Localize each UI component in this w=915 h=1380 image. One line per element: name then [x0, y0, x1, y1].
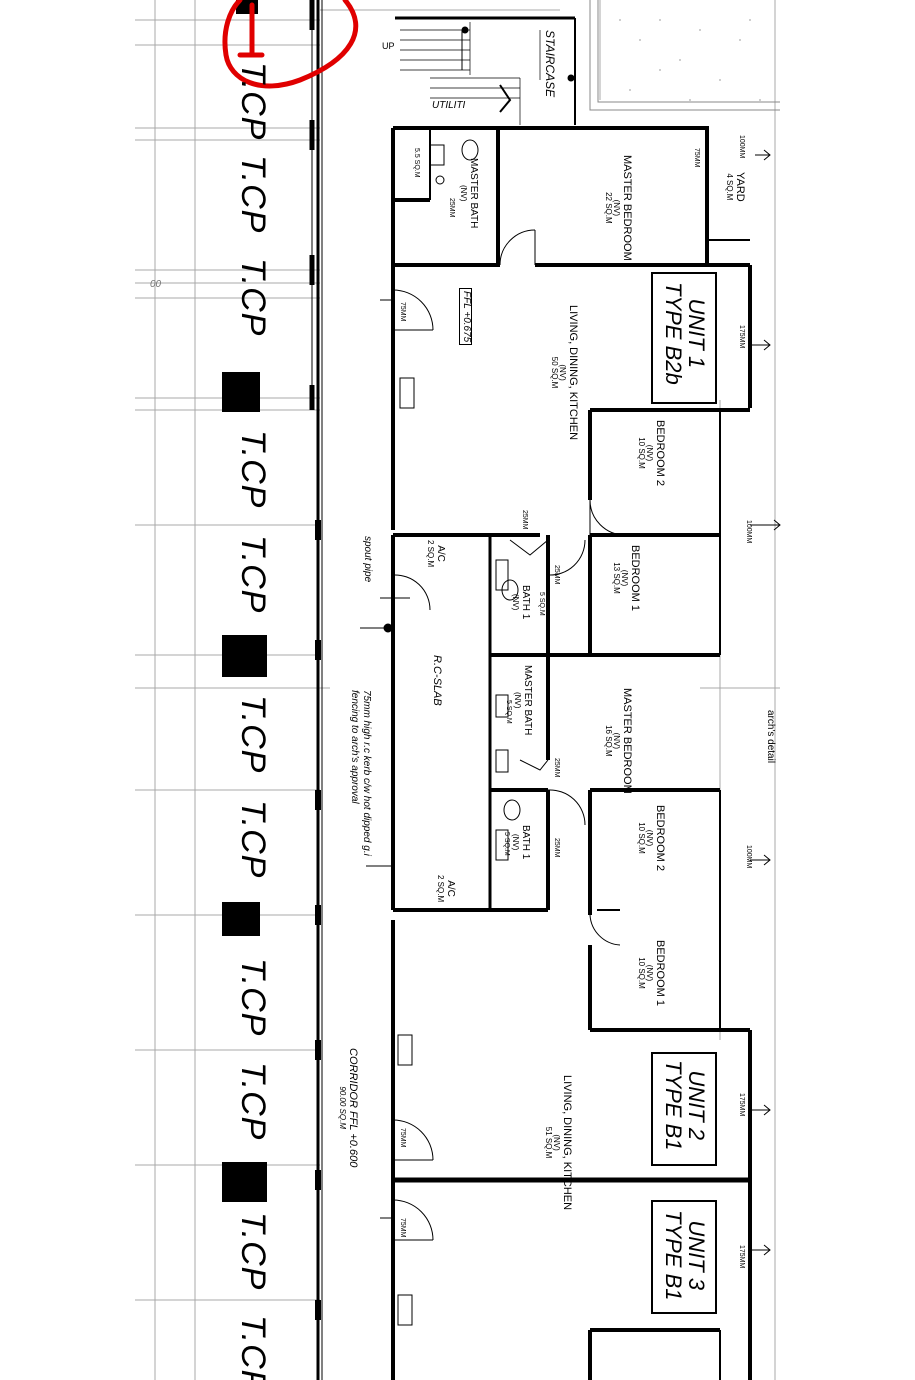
tcp-label: T.CP [234, 535, 272, 614]
spout-pipe-label: spout pipe [362, 536, 373, 583]
door-tag: 25MM [448, 198, 455, 218]
tcp-label: T.CP [234, 958, 272, 1037]
unit2-master-bedroom-label: MASTER BEDROOM(NV)16 SQ.M [604, 688, 633, 794]
unit1-master-bedroom-label: MASTER BEDROOM(NV)22 SQ.M [604, 155, 633, 261]
tcp-label: T.CP [234, 1315, 272, 1380]
column-blocks [222, 0, 267, 1202]
unit2-master-bath-area: 5 SQ.M [505, 700, 512, 724]
fencing [360, 535, 395, 910]
unit2-tag-box [651, 1052, 717, 1166]
unit2-bedroom2-label: BEDROOM 2(NV)10 SQ.M [637, 805, 666, 872]
unit2-bath1-label: BATH 1(NV) [511, 825, 532, 860]
unit1-ffl-label: FFL +0.675 [459, 288, 472, 346]
fencing-note: 75mm high r.c kerb c/w hot dipped g.i fe… [349, 690, 372, 856]
tcp-label: T.CP [234, 1062, 272, 1141]
tcp-label: T.CP [234, 155, 272, 234]
unit1-walls [391, 126, 752, 540]
door-tag: 25MM [553, 758, 560, 778]
tcp-label: T.CP [234, 258, 272, 337]
tcp-label: T.CP [234, 1212, 272, 1291]
tcp-label: T.CP [234, 62, 272, 141]
unit2-walls [391, 655, 752, 1380]
door-tag: 75MM [399, 1128, 406, 1148]
unit3-tag-box [651, 1200, 717, 1314]
unit1-tag-box [651, 272, 717, 404]
unit2-living-label: LIVING, DINING, KITCHEN(NV)51 SQ.M [544, 1075, 573, 1211]
door-swings [392, 229, 626, 1241]
level-arrows [380, 149, 781, 1256]
door-tag: 25MM [521, 510, 528, 530]
corridor-walls [309, 0, 323, 1380]
unit1-living-label: LIVING, DINING, KITCHEN(NV)50 SQ.M [550, 305, 579, 441]
unit2-bedroom1-label: BEDROOM 1(NV)10 SQ.M [637, 940, 666, 1007]
level-tag: 100MM [738, 135, 745, 159]
tcp-label: T.CP [234, 800, 272, 879]
site-boundary [589, 0, 780, 111]
level-tag: 100MM [745, 845, 752, 869]
staircase-label: STAIRCASE [543, 30, 557, 98]
door-tag: 75MM [399, 302, 406, 322]
grid-dots [619, 19, 761, 101]
fixtures [383, 139, 521, 1326]
level-tag: 100MM [745, 520, 752, 544]
staircase [395, 16, 576, 125]
door-tag: 75MM [693, 148, 700, 168]
unit1-master-bath-label: MASTER BATH(NV) [459, 158, 480, 229]
door-tag: 75MM [399, 1218, 406, 1238]
red-markup [222, 0, 359, 89]
unit2-bath1-area: 5 SQ.M [503, 832, 510, 856]
door-tag: 25MM [553, 838, 560, 858]
unit1-bath1-label: BATH 1(NV) [511, 585, 532, 620]
arch-detail-label: arch's detail [765, 710, 776, 764]
unit1-bedroom1-label: BEDROOM 1(NV)13 SQ.M [612, 545, 641, 612]
tcp-label: T.CP [234, 430, 272, 509]
door-tag: 25MM [553, 565, 560, 585]
stair-up-label: UP [382, 41, 395, 51]
unit2-master-bath-label: MASTER BATH(NV) [513, 665, 534, 736]
unit1-master-bath-area: 5.5 SQ.M [413, 148, 420, 178]
grid-marker: 00 [150, 279, 162, 290]
unit1-bath1-area: 5 SQ.M [538, 592, 545, 616]
utility-label: UTILITI [432, 100, 466, 111]
unit1-bedroom2-label: BEDROOM 2(NV)10 SQ.M [637, 420, 666, 487]
level-tag: 175MM [738, 1245, 745, 1269]
tcp-label: T.CP [234, 695, 272, 774]
level-tag: 175MM [738, 1093, 745, 1117]
level-tag: 175MM [738, 325, 745, 349]
rc-slab-label: R.C-SLAB [431, 655, 443, 706]
